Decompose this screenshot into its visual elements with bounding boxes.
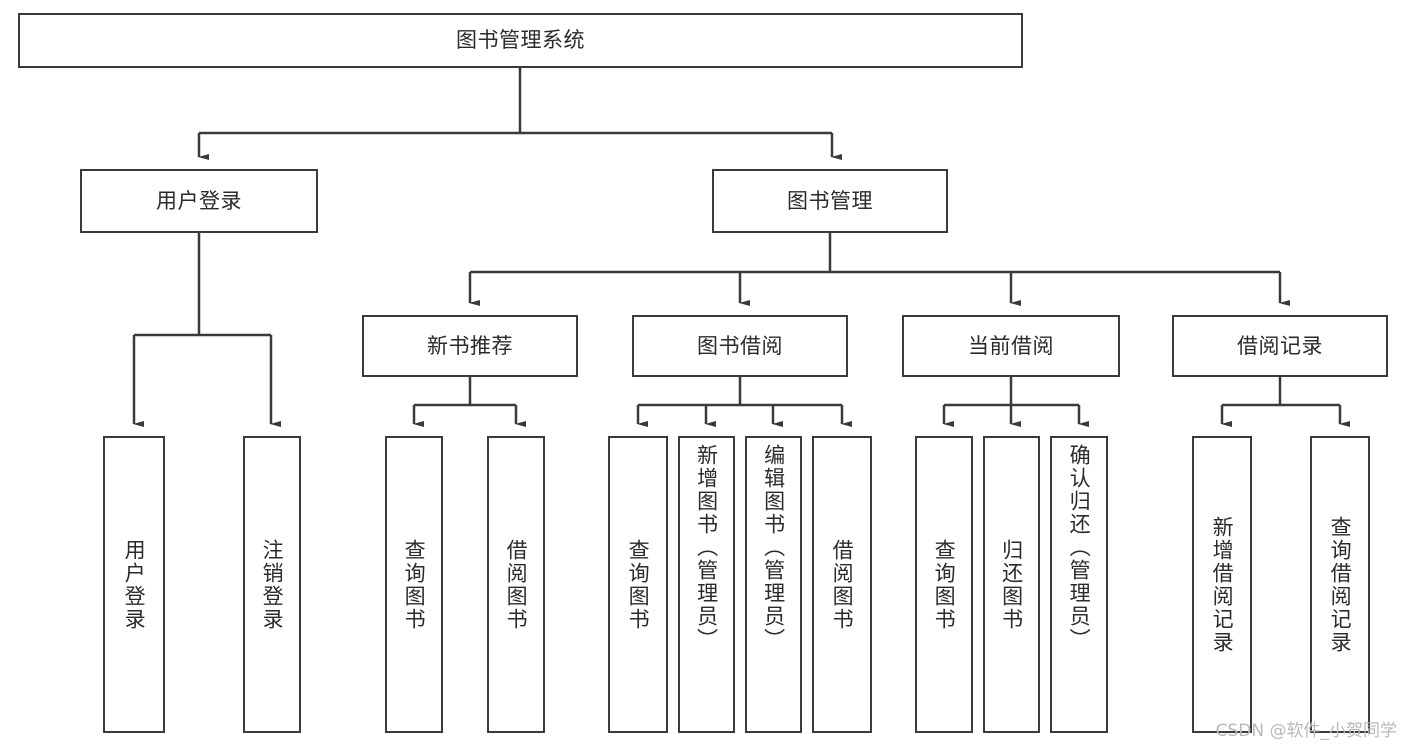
node-leaf-user-login[interactable]: 用户登录	[103, 436, 165, 733]
node-leaf-borrow-book-1-label: 借阅图书	[504, 538, 529, 631]
node-leaf-query-book-1-label: 查询图书	[402, 538, 427, 631]
node-user-login[interactable]: 用户登录	[80, 169, 318, 233]
node-root-label: 图书管理系统	[456, 28, 585, 53]
node-new-book-recommend-label: 新书推荐	[427, 333, 513, 358]
node-new-book-recommend[interactable]: 新书推荐	[362, 315, 578, 377]
node-leaf-query-book-2-label: 查询图书	[626, 538, 651, 631]
node-leaf-return-book[interactable]: 归还图书	[983, 436, 1040, 733]
node-leaf-user-login-label: 用户登录	[122, 538, 147, 631]
node-leaf-confirm-return-label: 确认归还（管理员）	[1067, 444, 1092, 651]
node-user-login-label: 用户登录	[156, 188, 242, 213]
node-leaf-return-book-label: 归还图书	[999, 538, 1024, 631]
node-leaf-borrow-book-1[interactable]: 借阅图书	[487, 436, 545, 733]
node-current-borrow-label: 当前借阅	[968, 333, 1054, 358]
node-leaf-add-record[interactable]: 新增借阅记录	[1192, 436, 1252, 733]
node-leaf-edit-book-label: 编辑图书（管理员）	[761, 444, 786, 651]
node-leaf-query-record[interactable]: 查询借阅记录	[1310, 436, 1370, 733]
node-leaf-borrow-book-2[interactable]: 借阅图书	[812, 436, 872, 733]
node-leaf-query-book-1[interactable]: 查询图书	[385, 436, 443, 733]
node-leaf-add-book-label: 新增图书（管理员）	[694, 444, 719, 651]
node-leaf-query-book-3-label: 查询图书	[932, 538, 957, 631]
node-leaf-add-book[interactable]: 新增图书（管理员）	[678, 436, 735, 733]
node-current-borrow[interactable]: 当前借阅	[902, 315, 1120, 377]
node-leaf-confirm-return[interactable]: 确认归还（管理员）	[1050, 436, 1108, 733]
node-leaf-edit-book[interactable]: 编辑图书（管理员）	[745, 436, 802, 733]
node-borrow-record[interactable]: 借阅记录	[1172, 315, 1388, 377]
node-leaf-query-book-2[interactable]: 查询图书	[608, 436, 668, 733]
node-leaf-add-record-label: 新增借阅记录	[1210, 515, 1235, 654]
node-book-borrow[interactable]: 图书借阅	[632, 315, 848, 377]
node-leaf-query-record-label: 查询借阅记录	[1328, 515, 1353, 654]
node-root[interactable]: 图书管理系统	[18, 13, 1023, 68]
node-book-borrow-label: 图书借阅	[697, 333, 783, 358]
node-leaf-user-logout-label: 注销登录	[260, 538, 285, 631]
node-leaf-borrow-book-2-label: 借阅图书	[830, 538, 855, 631]
node-leaf-user-logout[interactable]: 注销登录	[243, 436, 301, 733]
node-book-manage-label: 图书管理	[787, 188, 873, 213]
node-book-manage[interactable]: 图书管理	[712, 169, 948, 233]
node-borrow-record-label: 借阅记录	[1237, 333, 1323, 358]
watermark-csdn: CSDN @软件_小贺同学	[1215, 721, 1397, 741]
node-leaf-query-book-3[interactable]: 查询图书	[915, 436, 973, 733]
